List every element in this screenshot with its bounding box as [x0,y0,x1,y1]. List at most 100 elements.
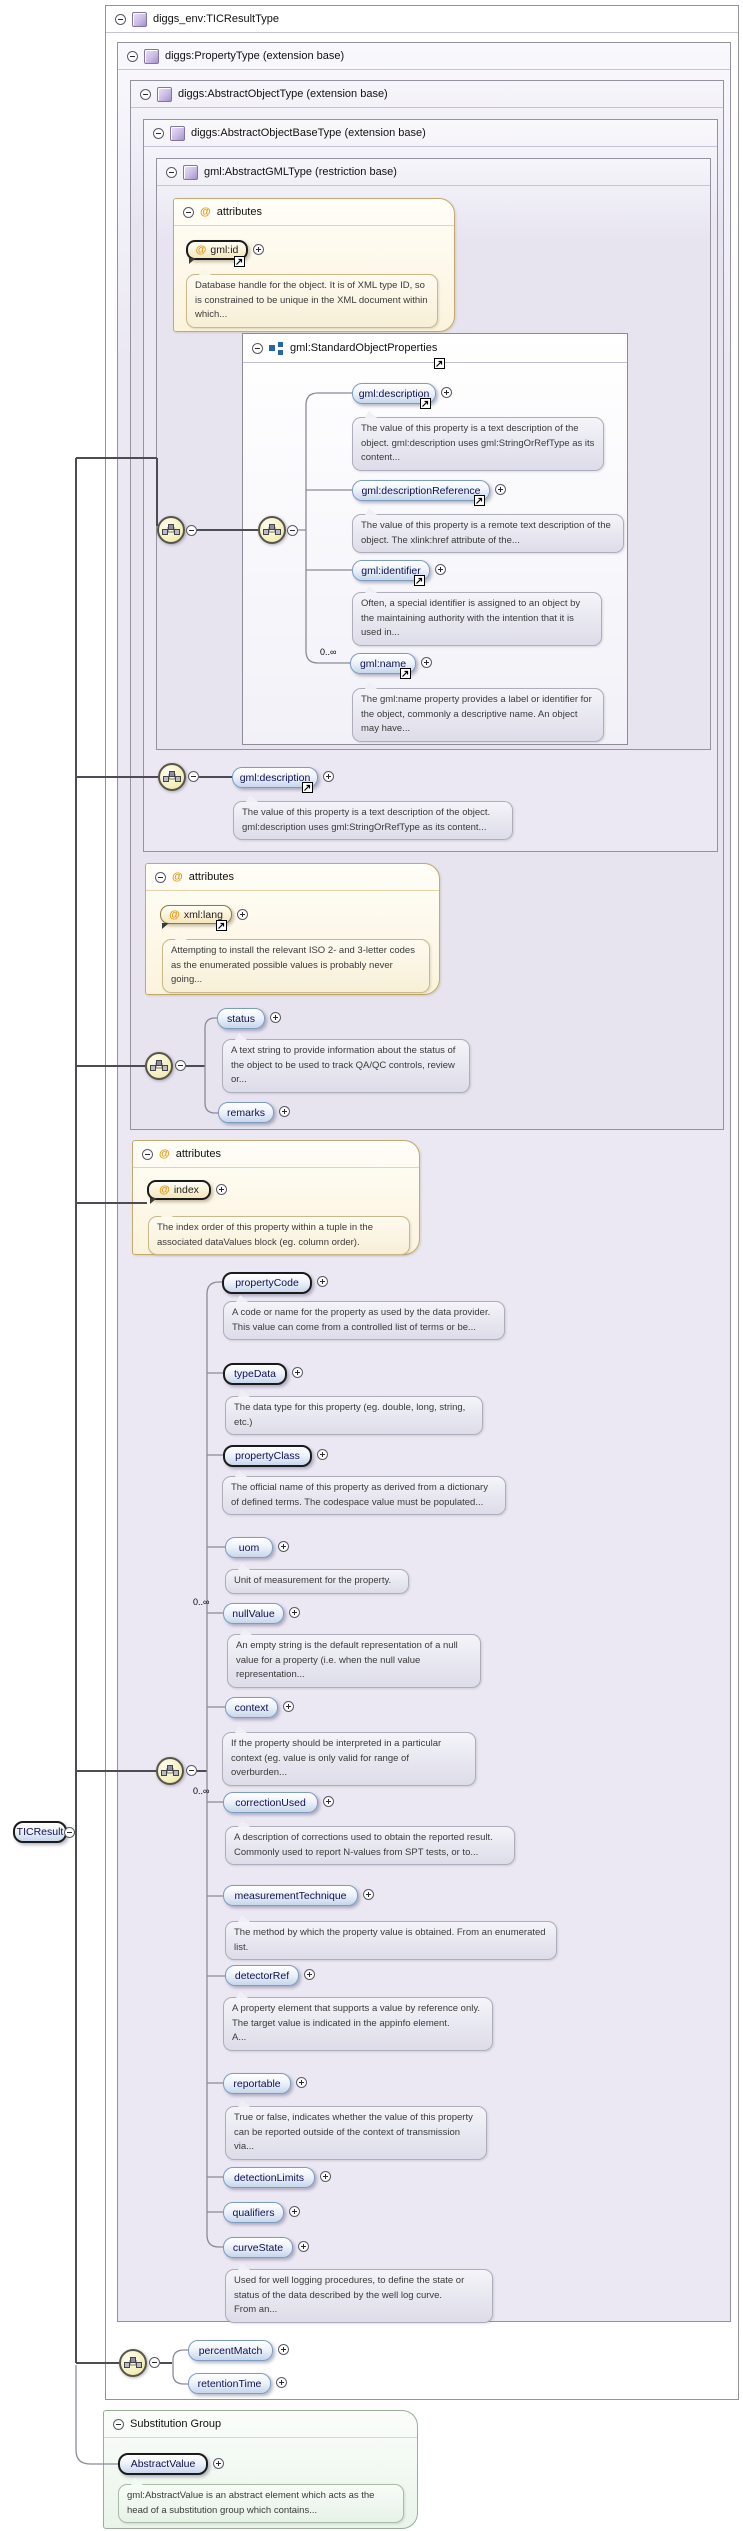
expand-icon[interactable] [363,1889,374,1900]
ref-arrow-icon[interactable] [414,575,425,586]
sequence-icon-result-group[interactable] [119,2349,147,2377]
expand-icon[interactable] [323,771,334,782]
element-measurementtechnique[interactable]: measurementTechnique [223,1885,358,1906]
sequence-icon-standardobjectproperties[interactable] [258,516,286,544]
modelgroup-icon [269,341,284,355]
collapse-icon[interactable] [252,342,263,354]
annotation-xml-lang: Attempting to install the relevant ISO 2… [162,933,430,993]
collapse-icon[interactable] [287,525,298,536]
collapse-icon[interactable] [115,13,126,25]
expand-icon[interactable] [421,657,432,668]
collapse-icon[interactable] [142,1148,153,1160]
sequence-icon-property-list[interactable] [156,1757,184,1785]
element-typedata[interactable]: typeData [223,1363,287,1385]
element-detectionlimits[interactable]: detectionLimits [223,2167,315,2188]
element-gml-name[interactable]: gml:name [350,653,416,674]
element-reportable[interactable]: reportable [223,2073,291,2094]
sequence-icon-status-group[interactable] [145,1052,173,1080]
ref-arrow-icon[interactable] [474,495,485,506]
element-context[interactable]: context [225,1697,278,1718]
collapse-icon[interactable] [64,1827,75,1838]
annotation-abstractvalue: gml:AbstractValue is an abstract element… [118,2478,404,2523]
element-uom[interactable]: uom [225,1537,273,1558]
ref-arrow-icon[interactable] [234,256,245,267]
expand-icon[interactable] [320,2171,331,2182]
expand-icon[interactable] [292,1367,303,1378]
element-gml-description-sop[interactable]: gml:description [352,383,436,404]
annotation-propertyclass: The official name of this property as de… [222,1470,506,1515]
expand-icon[interactable] [289,2206,300,2217]
collapse-icon[interactable] [183,206,194,218]
collapse-icon[interactable] [166,166,177,178]
element-name: qualifiers [232,2206,275,2219]
complextype-icon [132,11,147,27]
element-detectorref[interactable]: detectorRef [225,1965,299,1986]
ref-arrow-icon[interactable] [420,398,431,409]
expand-icon[interactable] [276,2377,287,2388]
sequence-icon-gml-content[interactable] [157,516,185,544]
collapse-icon[interactable] [186,525,197,536]
occurs-label-gml-name: 0..∞ [320,647,337,657]
expand-icon[interactable] [435,564,446,575]
expand-icon[interactable] [279,1106,290,1117]
element-ticresult[interactable]: TICResult [13,1821,67,1843]
attribute-icon: @ [195,244,207,256]
box-title: diggs:AbstractObjectBaseType (extension … [191,127,426,139]
element-name: propertyClass [235,1450,300,1462]
expand-icon[interactable] [441,387,452,398]
collapse-icon[interactable] [153,127,164,139]
attribute-gml-id[interactable]: @ gml:id [186,240,248,264]
expand-icon[interactable] [298,2241,309,2252]
expand-icon[interactable] [278,2344,289,2355]
ref-arrow-icon[interactable] [216,920,227,931]
element-correctionused[interactable]: correctionUsed [223,1792,318,1813]
ref-arrow-icon[interactable] [434,358,445,369]
box-title: diggs_env:TICResultType [153,13,279,25]
attribute-icon: @ [159,1184,170,1196]
attribute-name: xml:lang [183,908,223,921]
expand-icon[interactable] [270,1012,281,1023]
element-percentmatch[interactable]: percentMatch [188,2340,273,2361]
collapse-icon[interactable] [188,771,199,782]
expand-icon[interactable] [213,2458,224,2469]
expand-icon[interactable] [237,909,248,920]
element-gml-descriptionreference[interactable]: gml:descriptionReference [352,480,490,501]
expand-icon[interactable] [278,1541,289,1552]
collapse-icon[interactable] [175,1060,186,1071]
expand-icon[interactable] [253,244,264,255]
element-abstractvalue[interactable]: AbstractValue [118,2453,208,2475]
annotation-nullvalue: An empty string is the default represent… [227,1628,481,1688]
collapse-icon[interactable] [127,50,138,62]
element-remarks[interactable]: remarks [218,1102,274,1123]
element-retentiontime[interactable]: retentionTime [188,2373,271,2394]
collapse-icon[interactable] [140,88,151,100]
ref-arrow-icon[interactable] [302,782,313,793]
element-nullvalue[interactable]: nullValue [223,1603,284,1624]
element-propertyclass[interactable]: propertyClass [223,1445,312,1467]
collapse-icon[interactable] [186,1765,197,1776]
expand-icon[interactable] [323,1796,334,1807]
collapse-icon[interactable] [155,871,166,883]
collapse-icon[interactable] [149,2357,160,2368]
expand-icon[interactable] [283,1701,294,1712]
expand-icon[interactable] [495,484,506,495]
expand-icon[interactable] [289,1607,300,1618]
box-title: gml:AbstractGMLType (restriction base) [204,166,397,178]
element-curvestate[interactable]: curveState [223,2237,293,2258]
attribute-xml-lang[interactable]: @ xml:lang [160,905,232,929]
annotation-detectorref: A property element that supports a value… [223,1991,493,2051]
element-status[interactable]: status [217,1008,265,1029]
attribute-index[interactable]: @ index [147,1180,211,1204]
element-gml-identifier[interactable]: gml:identifier [352,560,430,581]
collapse-icon[interactable] [113,2418,124,2430]
expand-icon[interactable] [317,1449,328,1460]
expand-icon[interactable] [296,2077,307,2088]
element-qualifiers[interactable]: qualifiers [223,2202,284,2223]
sequence-icon-base-description[interactable] [158,763,186,791]
expand-icon[interactable] [304,1969,315,1980]
expand-icon[interactable] [317,1276,328,1287]
element-propertycode[interactable]: propertyCode [222,1272,312,1294]
expand-icon[interactable] [216,1184,227,1195]
ref-arrow-icon[interactable] [400,668,411,679]
element-gml-description-base[interactable]: gml:description [232,767,318,788]
